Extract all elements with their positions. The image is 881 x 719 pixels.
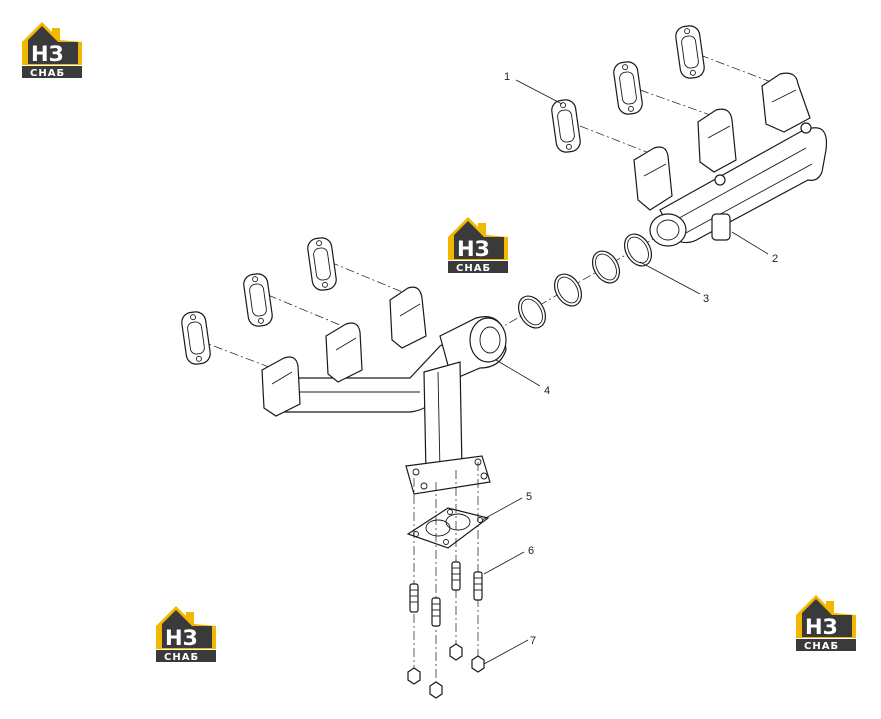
exhaust-manifold-front xyxy=(261,286,507,495)
callout-labels: 1 2 3 4 5 6 7 xyxy=(504,71,778,647)
callout-7: 7 xyxy=(530,635,536,647)
assembly-axes-lower xyxy=(413,462,479,690)
logo-bottom-left: НЗ СНАБ xyxy=(154,604,218,664)
gaskets-front xyxy=(181,237,337,365)
logo-top-left: НЗ СНАБ xyxy=(20,20,84,80)
svg-text:НЗ: НЗ xyxy=(805,615,838,639)
callout-4: 4 xyxy=(544,385,550,397)
nuts xyxy=(407,643,485,699)
logo-bottom-right: НЗ СНАБ xyxy=(794,593,858,653)
svg-text:СНАБ: СНАБ xyxy=(30,68,65,79)
svg-text:НЗ: НЗ xyxy=(31,42,64,66)
svg-text:СНАБ: СНАБ xyxy=(456,263,491,274)
svg-text:НЗ: НЗ xyxy=(165,626,198,650)
svg-text:НЗ: НЗ xyxy=(457,237,490,261)
sealing-rings xyxy=(517,233,653,329)
studs xyxy=(409,561,483,627)
callout-5: 5 xyxy=(526,491,532,503)
logo-center: НЗ СНАБ xyxy=(446,215,510,275)
leader-lines xyxy=(481,79,769,665)
callout-3: 3 xyxy=(703,293,709,305)
svg-text:СНАБ: СНАБ xyxy=(804,641,839,652)
svg-text:СНАБ: СНАБ xyxy=(164,652,199,663)
exhaust-manifold-rear xyxy=(633,72,828,247)
callout-2: 2 xyxy=(772,253,778,265)
flange-gasket xyxy=(406,507,490,549)
gaskets-rear xyxy=(551,25,705,153)
callout-6: 6 xyxy=(528,545,534,557)
callout-1: 1 xyxy=(504,71,510,83)
